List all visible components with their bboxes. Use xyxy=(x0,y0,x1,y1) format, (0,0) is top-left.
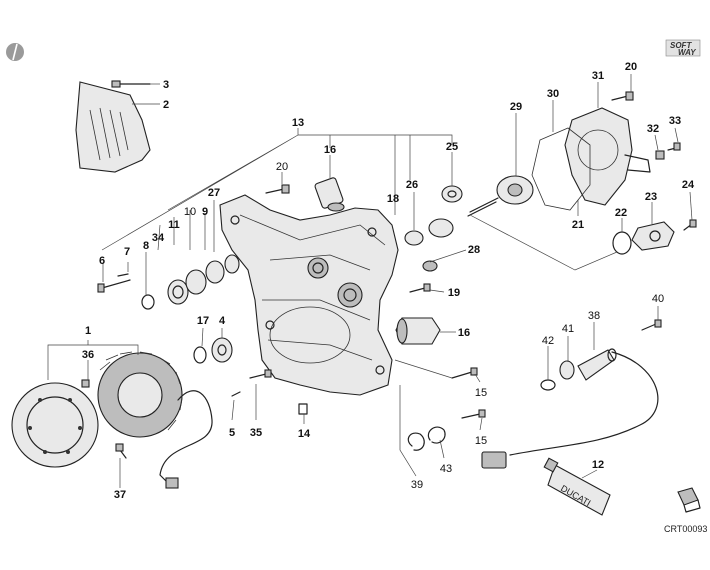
water-pump-impeller-part xyxy=(467,175,534,217)
stator-coils-part xyxy=(97,351,213,489)
callout-16-lower: 16 xyxy=(458,327,470,339)
callout-28: 28 xyxy=(468,244,480,256)
bearing-17-4-part xyxy=(193,337,233,364)
sprocket-cover-part xyxy=(75,80,151,173)
callout-2: 2 xyxy=(163,99,169,111)
callout-13: 13 xyxy=(292,117,304,129)
callout-9: 9 xyxy=(202,206,208,218)
callout-10: 10 xyxy=(184,206,196,218)
callout-35: 35 xyxy=(250,427,262,439)
small-seals-part xyxy=(540,360,575,391)
callout-20-upper: 20 xyxy=(276,161,288,173)
stator-ring-part xyxy=(11,382,99,468)
callout-4: 4 xyxy=(219,315,226,327)
logo-line-1: SOFT xyxy=(670,41,692,50)
callout-27: 27 xyxy=(208,187,220,199)
callout-29: 29 xyxy=(510,101,522,113)
callout-25: 25 xyxy=(446,141,458,153)
callout-37: 37 xyxy=(114,489,126,501)
callout-39: 39 xyxy=(411,479,423,491)
callout-38: 38 xyxy=(588,310,600,322)
callout-12: 12 xyxy=(592,459,604,471)
callout-15-lower: 15 xyxy=(475,435,487,447)
callout-18: 18 xyxy=(387,193,399,205)
corner-badge-icon xyxy=(6,43,24,61)
water-pump-housing-part xyxy=(531,107,651,211)
callout-40: 40 xyxy=(652,293,664,305)
callout-8: 8 xyxy=(143,240,149,252)
callout-1: 1 xyxy=(85,325,91,337)
bolts-part xyxy=(81,91,697,459)
callout-11: 11 xyxy=(168,219,180,231)
softway-logo: SOFT WAY xyxy=(665,39,701,57)
callout-23: 23 xyxy=(645,191,657,203)
callout-6: 6 xyxy=(99,255,105,267)
callout-14: 14 xyxy=(298,428,311,440)
callout-7: 7 xyxy=(124,246,130,258)
callout-19: 19 xyxy=(448,287,460,299)
logo-line-2: WAY xyxy=(678,48,696,57)
drawing-code: CRT00093 xyxy=(664,524,707,534)
callout-34: 34 xyxy=(152,232,165,244)
reference-box-icon xyxy=(677,487,701,513)
filter-tube-upper-part xyxy=(314,177,345,212)
callout-41: 41 xyxy=(562,323,574,335)
callout-33: 33 xyxy=(669,115,681,127)
circlip-parts xyxy=(407,426,446,451)
callout-31: 31 xyxy=(592,70,604,82)
callout-32: 32 xyxy=(647,123,659,135)
o-ring-flange-part xyxy=(612,221,675,255)
callout-26: 26 xyxy=(406,179,418,191)
callout-17: 17 xyxy=(197,315,209,327)
callout-16-upper: 16 xyxy=(324,144,336,156)
bearing-seal-stack-part xyxy=(97,254,240,310)
callout-22: 22 xyxy=(615,207,627,219)
callout-42: 42 xyxy=(542,335,554,347)
leader-lines xyxy=(47,74,693,488)
callout-5: 5 xyxy=(229,427,235,439)
callout-20-right: 20 xyxy=(625,61,637,73)
sensor-cable-part xyxy=(481,348,659,469)
callout-3: 3 xyxy=(163,79,169,91)
callout-21: 21 xyxy=(572,219,584,231)
callout-labels: 3 2 13 16 20 25 26 18 28 19 16 29 30 31 … xyxy=(82,61,695,501)
callout-15-upper: 15 xyxy=(475,387,487,399)
crankcase-cover-part xyxy=(219,194,399,396)
callout-30: 30 xyxy=(547,88,559,100)
bushing-parts xyxy=(404,185,463,272)
callout-24: 24 xyxy=(682,179,695,191)
callout-36: 36 xyxy=(82,349,94,361)
filter-tube-lower-part xyxy=(395,317,441,345)
callout-43: 43 xyxy=(440,463,452,475)
